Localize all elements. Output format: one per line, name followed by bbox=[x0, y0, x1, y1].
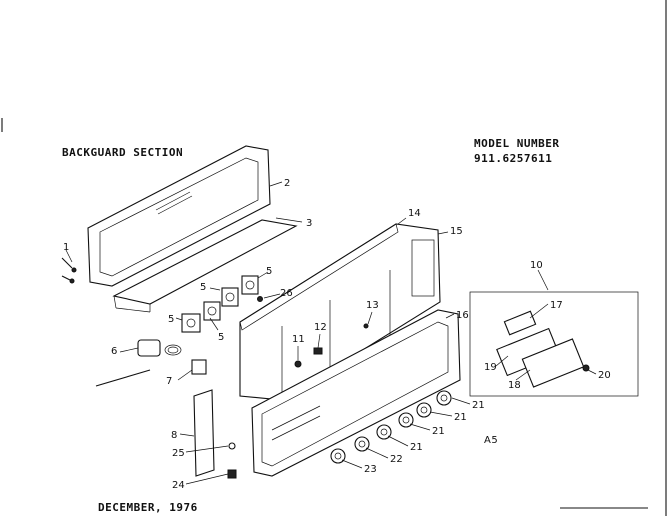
callout-26: 26 bbox=[280, 288, 293, 299]
callout-11: 11 bbox=[292, 334, 305, 345]
callout-2: 2 bbox=[284, 178, 290, 189]
callout-14: 14 bbox=[408, 208, 421, 219]
callout-22: 22 bbox=[390, 454, 403, 465]
callout-5-b: 5 bbox=[266, 266, 272, 277]
callout-3: 3 bbox=[306, 218, 312, 229]
callout-21-a: 21 bbox=[472, 400, 485, 411]
callout-20: 20 bbox=[598, 370, 611, 381]
callout-13: 13 bbox=[366, 300, 379, 311]
callout-18: 18 bbox=[508, 380, 521, 391]
timer-assembly bbox=[137, 339, 182, 357]
callout-24: 24 bbox=[172, 480, 185, 491]
callout-1: 1 bbox=[63, 242, 69, 253]
leader-lines bbox=[65, 181, 597, 485]
callout-8: 8 bbox=[171, 430, 177, 441]
washer bbox=[228, 442, 236, 450]
indicator-light bbox=[95, 359, 207, 387]
control-panel-front bbox=[251, 309, 461, 477]
callout-15: 15 bbox=[450, 226, 463, 237]
callout-23: 23 bbox=[364, 464, 377, 475]
section-title: BACKGUARD SECTION bbox=[62, 146, 184, 159]
callout-6: 6 bbox=[111, 346, 117, 357]
control-panel-housing bbox=[239, 223, 441, 401]
callout-5-c: 5 bbox=[168, 314, 174, 325]
callout-5-a: 5 bbox=[200, 282, 206, 293]
callout-5-d: 5 bbox=[218, 332, 224, 343]
callout-16: 16 bbox=[456, 310, 469, 321]
callout-21-b: 21 bbox=[454, 412, 467, 423]
diagram-code: A5 bbox=[484, 435, 499, 446]
side-trim bbox=[193, 389, 215, 477]
small-hardware bbox=[294, 323, 369, 368]
callout-12: 12 bbox=[314, 322, 327, 333]
backguard-frame bbox=[87, 145, 271, 287]
callout-17: 17 bbox=[550, 300, 563, 311]
backguard-bracket bbox=[112, 219, 298, 313]
rotary-switches bbox=[181, 275, 263, 333]
model-number-label: MODEL NUMBER bbox=[474, 137, 560, 150]
callout-21-d: 21 bbox=[410, 442, 423, 453]
callout-25: 25 bbox=[172, 448, 185, 459]
callout-21-c: 21 bbox=[432, 426, 445, 437]
control-knobs bbox=[330, 390, 452, 464]
model-number-value: 911.6257611 bbox=[474, 152, 553, 165]
callout-7: 7 bbox=[166, 376, 172, 387]
callout-19: 19 bbox=[484, 362, 497, 373]
diagram-date: DECEMBER, 1976 bbox=[98, 501, 198, 514]
callout-10: 10 bbox=[530, 260, 543, 271]
end-screw bbox=[227, 469, 237, 479]
light-assembly-box bbox=[469, 291, 639, 397]
mounting-screws bbox=[61, 257, 77, 284]
